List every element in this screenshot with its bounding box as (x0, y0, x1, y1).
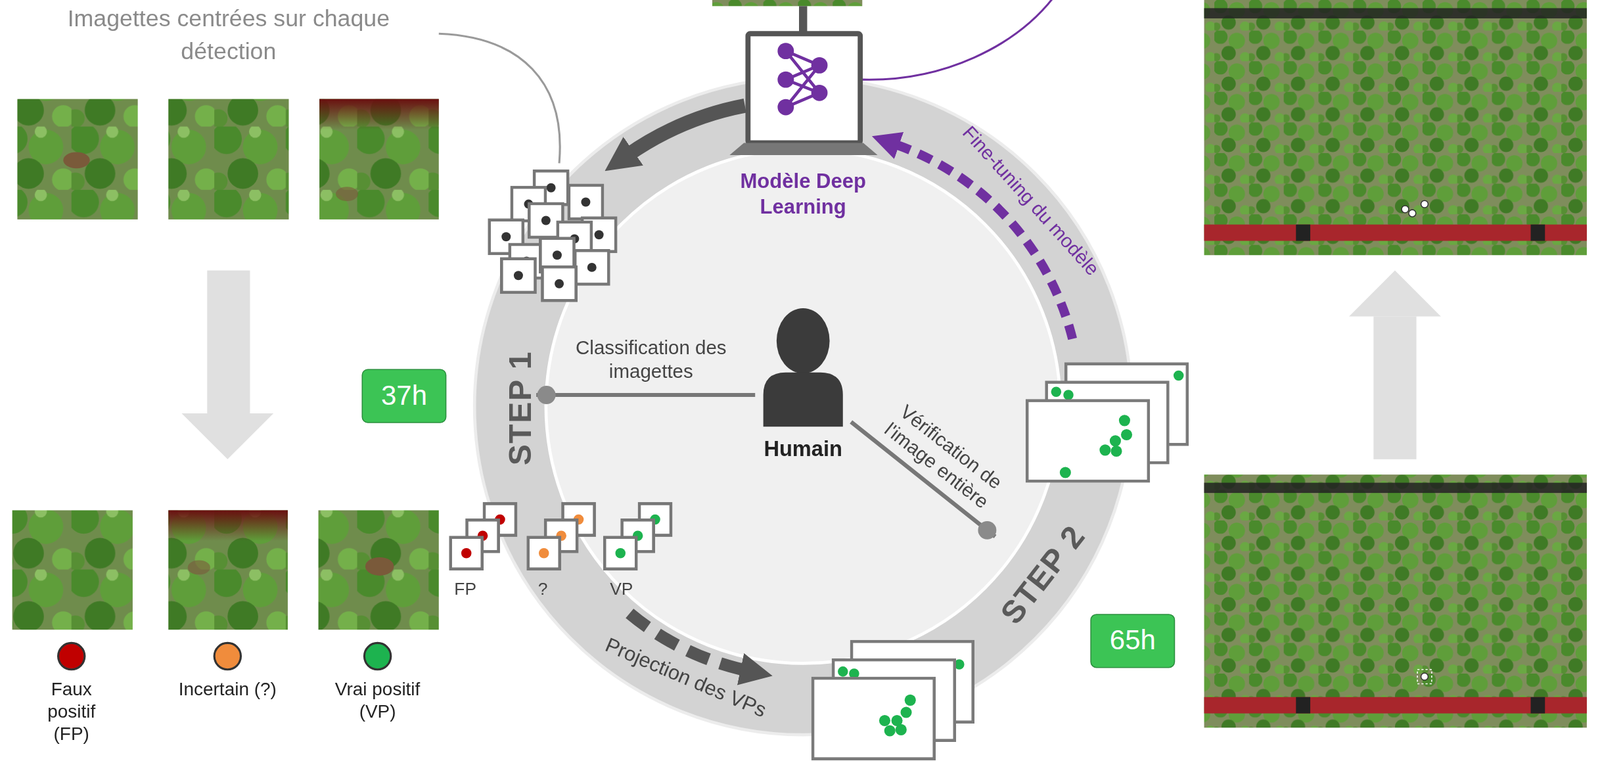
duration-badge: 65h (1090, 613, 1175, 668)
human-icon: Humain (754, 306, 851, 462)
class-label: VP (609, 579, 633, 600)
arrow-label: Projection des VPs (601, 632, 771, 722)
node-text: 37h (381, 379, 428, 412)
node-text: Humain (754, 436, 851, 462)
node-text: Modèle Deep Learning (726, 168, 880, 220)
ring-point (977, 521, 997, 540)
node-text: STEP 2 (995, 519, 1091, 630)
class-label: ? (538, 579, 549, 600)
node-text: 65h (1109, 624, 1156, 657)
legend-item: Vrai positif (VP) (306, 641, 449, 724)
class-label: FP (454, 579, 477, 600)
connector-line (536, 392, 755, 397)
legend-text: Vrai positif (VP) (318, 678, 437, 724)
edge-label: Classification des imagettes (549, 335, 754, 383)
model-icon: Modèle Deep Learning (726, 25, 880, 220)
legend-swatch (363, 641, 392, 671)
ring-point (537, 385, 556, 405)
legend-text: Incertain (?) (176, 678, 279, 702)
step-label: STEP 1 (504, 350, 537, 466)
caption-note: Imagettes centrées sur chaque détection (49, 1, 408, 68)
legend-swatch (57, 641, 86, 671)
edge-label: Vérification de l'image entière (865, 387, 1024, 526)
legend-item: Incertain (?) (156, 641, 299, 702)
node-text: STEP 1 (504, 350, 537, 466)
legend-text: Faux positif (FP) (30, 678, 113, 746)
legend-item: Faux positif (FP) (0, 641, 143, 746)
arrow-label: Fine-tuning du modèle (958, 121, 1104, 280)
step-label: STEP 2 (995, 519, 1091, 630)
legend-swatch (213, 641, 242, 671)
duration-badge: 37h (361, 368, 447, 423)
